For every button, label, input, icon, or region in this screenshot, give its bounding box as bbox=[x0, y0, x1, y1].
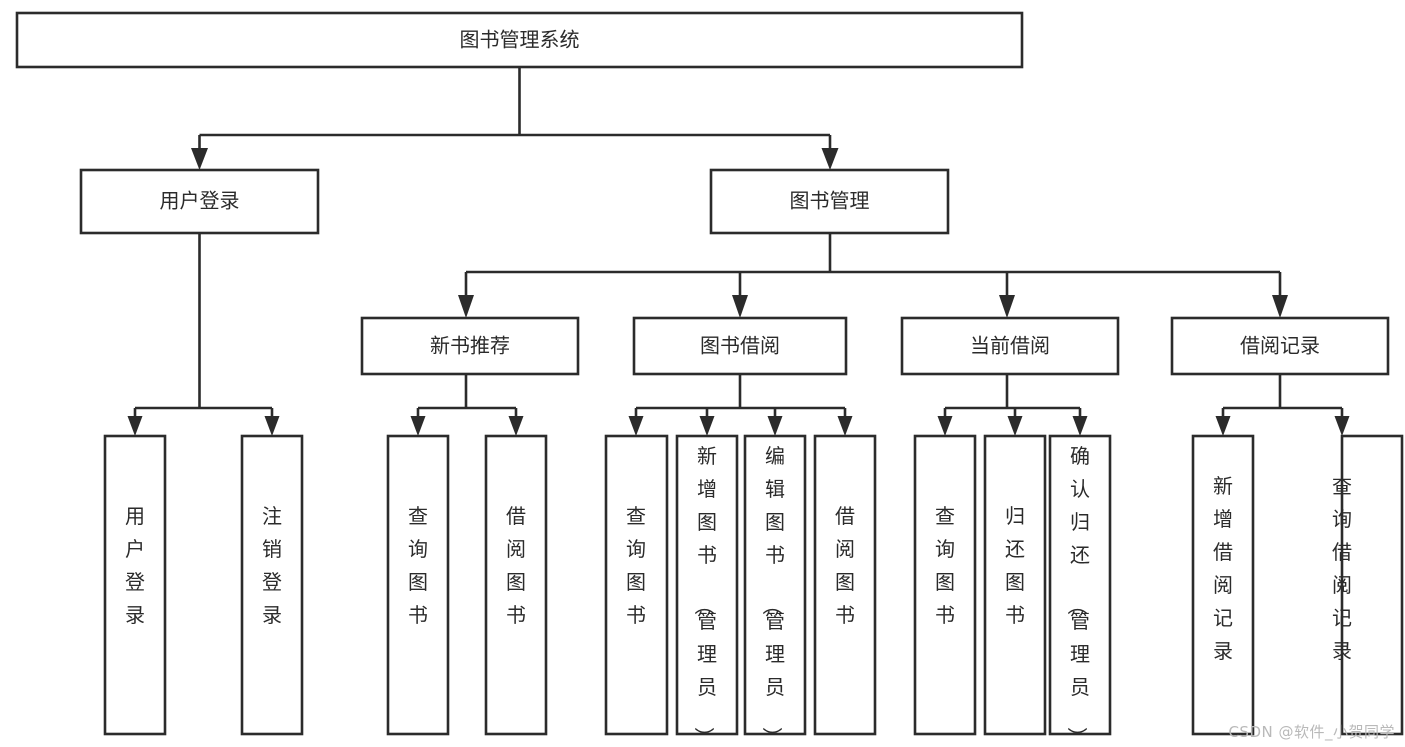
arrowhead-bookborrow bbox=[732, 295, 748, 318]
node-book-borrow[interactable]: 图书借阅 bbox=[632, 316, 848, 376]
node-leaf-query-book-1[interactable]: 查询图书 bbox=[386, 434, 450, 736]
node-leaf-borrow-book-2[interactable]: 借阅图书 bbox=[813, 434, 877, 736]
node-leaf-borrow-book-1-label: 借阅图书 bbox=[506, 504, 526, 627]
connectors-currentborrow-to-leaves bbox=[937, 374, 1088, 436]
node-leaf-edit-book[interactable]: 编辑图书（管理员） bbox=[743, 434, 807, 747]
node-leaf-add-book-label: 新增图书（管理员） bbox=[692, 444, 717, 747]
node-leaf-logout[interactable]: 注销登录 bbox=[240, 434, 304, 736]
connectors-borrowrecord-to-leaves bbox=[1215, 374, 1350, 436]
node-book-borrow-box[interactable] bbox=[632, 316, 848, 376]
arrowhead-leaf-editbook bbox=[767, 416, 783, 436]
arrowhead-leaf-confirmreturn bbox=[1072, 416, 1088, 436]
node-leaf-query-book-1-label: 查询图书 bbox=[408, 504, 428, 627]
node-new-book-recommend[interactable]: 新书推荐 bbox=[360, 316, 580, 376]
node-leaf-query-book-1-box[interactable] bbox=[386, 434, 450, 736]
node-leaf-return-book-box[interactable] bbox=[983, 434, 1047, 736]
node-leaf-add-record[interactable]: 新增借阅记录 bbox=[1191, 434, 1255, 736]
node-borrow-record-label: 借阅记录 bbox=[1240, 334, 1320, 358]
node-leaf-query-book-3[interactable]: 查询图书 bbox=[913, 434, 977, 736]
node-leaf-borrow-book-1[interactable]: 借阅图书 bbox=[484, 434, 548, 736]
arrowhead-leaf-return bbox=[1007, 416, 1023, 436]
arrowhead-user-login bbox=[191, 148, 208, 170]
arrowhead-leaf-addbook bbox=[699, 416, 715, 436]
arrowhead-leaf-borrow1 bbox=[508, 416, 524, 436]
node-leaf-confirm-return-label: 确认归还（管理员） bbox=[1065, 444, 1090, 747]
node-current-borrow-label: 当前借阅 bbox=[970, 334, 1050, 358]
connectors-newbook-to-leaves bbox=[410, 374, 524, 436]
node-borrow-record-box[interactable] bbox=[1170, 316, 1390, 376]
node-leaf-add-book[interactable]: 新增图书（管理员） bbox=[675, 434, 739, 747]
node-leaf-user-login-label: 用户登录 bbox=[125, 504, 145, 627]
arrowhead-leaf-query2 bbox=[628, 416, 644, 436]
node-user-login[interactable]: 用户登录 bbox=[79, 168, 320, 235]
arrowhead-leaf-userlogin bbox=[127, 416, 143, 436]
arrowhead-leaf-logout bbox=[264, 416, 280, 436]
node-book-manage-label: 图书管理 bbox=[790, 189, 870, 213]
node-leaf-add-record-box[interactable] bbox=[1191, 434, 1255, 736]
arrowhead-book-manage bbox=[821, 148, 839, 170]
arrowhead-leaf-addrecord bbox=[1215, 416, 1231, 436]
node-leaf-query-book-2-label: 查询图书 bbox=[626, 504, 646, 627]
node-root[interactable]: 图书管理系统 bbox=[15, 11, 1024, 69]
connectors-userlogin-to-leaves bbox=[127, 233, 280, 436]
arrowhead-leaf-borrow2 bbox=[837, 416, 853, 436]
node-leaf-query-book-2[interactable]: 查询图书 bbox=[604, 434, 669, 736]
connectors-bookmanage-to-level3 bbox=[458, 233, 1288, 318]
node-leaf-query-book-3-box[interactable] bbox=[913, 434, 977, 736]
node-current-borrow-box[interactable] bbox=[900, 316, 1120, 376]
node-leaf-user-login[interactable]: 用户登录 bbox=[103, 434, 167, 736]
arrowhead-newbook bbox=[458, 295, 474, 318]
node-leaf-borrow-book-1-box[interactable] bbox=[484, 434, 548, 736]
node-book-manage-box[interactable] bbox=[709, 168, 950, 235]
node-leaf-add-book-box[interactable] bbox=[675, 434, 739, 736]
node-leaf-logout-box[interactable] bbox=[240, 434, 304, 736]
node-leaf-logout-label: 注销登录 bbox=[262, 504, 282, 627]
node-leaf-query-record[interactable]: 查询借阅记录 bbox=[1332, 434, 1404, 736]
node-leaf-query-book-2-box[interactable] bbox=[604, 434, 669, 736]
node-leaf-confirm-return-box[interactable] bbox=[1048, 434, 1112, 736]
connectors-root-to-level2 bbox=[191, 67, 839, 170]
node-book-borrow-label: 图书借阅 bbox=[700, 334, 780, 358]
node-leaf-query-record-box[interactable] bbox=[1340, 434, 1404, 736]
node-book-manage[interactable]: 图书管理 bbox=[709, 168, 950, 235]
connectors-bookborrow-to-leaves bbox=[628, 374, 853, 436]
node-leaf-user-login-box[interactable] bbox=[103, 434, 167, 736]
node-leaf-add-record-label: 新增借阅记录 bbox=[1213, 474, 1233, 663]
node-current-borrow[interactable]: 当前借阅 bbox=[900, 316, 1120, 376]
node-leaf-confirm-return[interactable]: 确认归还（管理员） bbox=[1048, 434, 1112, 747]
node-leaf-edit-book-box[interactable] bbox=[743, 434, 807, 736]
node-leaf-return-book-label: 归还图书 bbox=[1005, 504, 1025, 627]
arrowhead-borrowrecord bbox=[1272, 295, 1288, 318]
arrowhead-leaf-query1 bbox=[410, 416, 426, 436]
node-new-book-recommend-box[interactable] bbox=[360, 316, 580, 376]
node-leaf-borrow-book-2-label: 借阅图书 bbox=[835, 504, 855, 627]
node-leaf-edit-book-label: 编辑图书（管理员） bbox=[760, 444, 785, 747]
node-root-box[interactable] bbox=[15, 11, 1024, 69]
node-root-label: 图书管理系统 bbox=[460, 28, 580, 52]
node-leaf-query-record-label: 查询借阅记录 bbox=[1332, 474, 1352, 663]
node-leaf-borrow-book-2-box[interactable] bbox=[813, 434, 877, 736]
node-leaf-return-book[interactable]: 归还图书 bbox=[983, 434, 1047, 736]
node-user-login-box[interactable] bbox=[79, 168, 320, 235]
node-user-login-label: 用户登录 bbox=[160, 189, 240, 213]
node-leaf-query-book-3-label: 查询图书 bbox=[935, 504, 955, 627]
arrowhead-currentborrow bbox=[999, 295, 1015, 318]
arrowhead-leaf-query3 bbox=[937, 416, 953, 436]
node-new-book-recommend-label: 新书推荐 bbox=[430, 334, 510, 358]
arrowhead-leaf-queryrecord bbox=[1334, 416, 1350, 436]
node-borrow-record[interactable]: 借阅记录 bbox=[1170, 316, 1390, 376]
